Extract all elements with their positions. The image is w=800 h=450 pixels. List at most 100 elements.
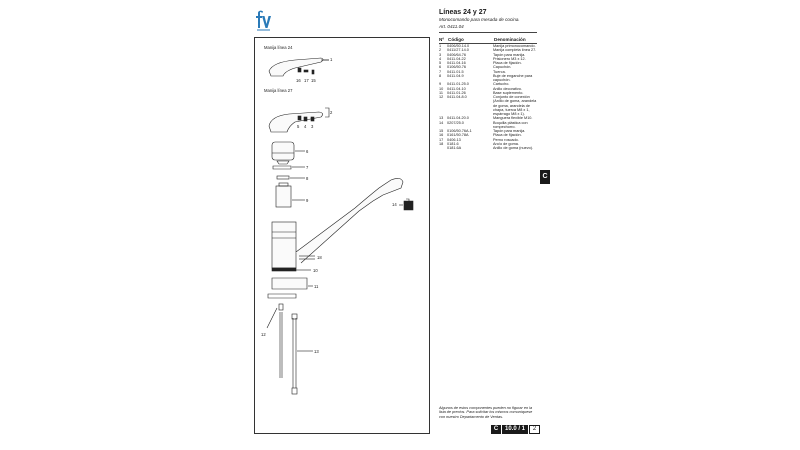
faucet-diagram: 1 16 17 15 2 5 4 3 6 7 8 9 14 18 10 11 1… xyxy=(261,57,414,395)
label-9: 9 xyxy=(306,198,309,203)
footnote: Algunos de estos componentes pueden no f… xyxy=(439,406,533,419)
part-number: 17 xyxy=(439,137,444,142)
part-denomination: rompechorro. xyxy=(493,124,516,129)
part-denomination: Placa de fijación. xyxy=(493,61,522,65)
part-number: 10 xyxy=(439,86,444,91)
part-denomination: Capuchón. xyxy=(493,65,512,70)
label-13: 13 xyxy=(314,349,319,354)
caption-line-24: Manija línea 24 xyxy=(264,45,293,50)
label-6: 6 xyxy=(306,149,309,154)
part-code: 0406.13 xyxy=(447,137,461,142)
part-code: 0411.04.20.0 xyxy=(447,116,469,121)
part-code: 0411.01.5 xyxy=(447,69,464,74)
label-11: 11 xyxy=(314,284,319,289)
part-denomination: Prisionero M3 x 12. xyxy=(493,56,526,61)
part-denomination: Boquilla plástica con xyxy=(493,120,528,125)
part-denomination: Manija primonocomando. xyxy=(493,44,536,48)
divider xyxy=(439,43,537,44)
part-number: 1 xyxy=(439,44,442,48)
page-section: C xyxy=(491,425,501,434)
label-3: 3 xyxy=(311,124,314,129)
table-row: rompechorro. xyxy=(439,125,539,129)
part-number: 16 xyxy=(439,133,444,138)
part-number: 5 xyxy=(439,61,442,65)
label-18: 18 xyxy=(317,255,322,260)
table-row: capuchón. xyxy=(439,78,539,82)
divider xyxy=(439,32,537,33)
col-header-den: Denominación xyxy=(494,37,526,42)
part-number: 9 xyxy=(439,82,442,87)
table-row: 9 0411.01.25.0 Cartucho. xyxy=(439,82,539,86)
part-code: 0106/50.76A.1 xyxy=(447,129,472,133)
part-number: 18 xyxy=(439,141,444,146)
part-denomination: capuchón. xyxy=(493,78,511,82)
section-tab: C xyxy=(540,170,550,184)
caption-line-27: Manija línea 27 xyxy=(264,88,293,93)
table-row: 3 0406/64.76 Tapón para manija. xyxy=(439,53,539,57)
label-10: 10 xyxy=(313,268,318,273)
label-1: 1 xyxy=(330,57,333,62)
table-row: chapa, tuerca M8 x 1, xyxy=(439,108,539,112)
part-denomination: Tapón para manija. xyxy=(493,52,526,57)
page-title: Líneas 24 y 27 xyxy=(439,9,487,16)
article-number: Art. 0411.04 xyxy=(439,24,464,29)
part-denomination: Manija completa línea 27. xyxy=(493,48,537,53)
part-denomination: Anillo de goma (nuevo). xyxy=(493,146,534,150)
part-number: 3 xyxy=(439,52,442,57)
col-header-no: Nº xyxy=(439,37,444,42)
page-identifier: C 10.0 / 1 2 xyxy=(491,425,540,434)
label-12: 12 xyxy=(261,332,266,337)
part-denomination: (Anillo de goma, arandela xyxy=(493,99,537,104)
label-2: 2 xyxy=(330,110,333,115)
part-number: 6 xyxy=(439,65,442,70)
fv-logo xyxy=(254,10,272,32)
part-number xyxy=(439,146,447,150)
part-denomination: chapa, tuerca M8 x 1, xyxy=(493,107,530,112)
part-number: 8 xyxy=(439,73,442,78)
table-row: de goma, arandela de xyxy=(439,104,539,108)
label-4: 4 xyxy=(304,124,307,129)
part-denomination: Cartucho. xyxy=(493,82,510,87)
part-denomination: Base suplemento. xyxy=(493,90,524,95)
part-number: 4 xyxy=(439,56,442,61)
col-header-code: Código xyxy=(448,37,464,42)
part-number: 15 xyxy=(439,129,444,133)
part-denomination: Perno roscado. xyxy=(493,137,519,142)
part-denomination: Anillo decorativo. xyxy=(493,86,522,91)
label-17: 17 xyxy=(304,78,309,83)
part-denomination: espárrago M8 x 1). xyxy=(493,112,525,116)
part-code: 0207/25.0 xyxy=(447,120,464,125)
part-code: 0411/27.14.0 xyxy=(447,48,469,53)
table-row: (Anillo de goma, arandela xyxy=(439,99,539,103)
label-14: 14 xyxy=(392,202,397,207)
exploded-drawing: Manija línea 24 Manija línea 27 xyxy=(254,37,430,434)
part-code: 0411.01.25.0 xyxy=(447,82,469,87)
part-code: 0411.04.22 xyxy=(447,56,466,61)
page-number: 10.0 / 1 xyxy=(502,425,528,434)
part-number: 12 xyxy=(439,95,444,99)
label-7: 7 xyxy=(306,165,309,170)
part-code: 0411.01.26 xyxy=(447,90,466,95)
table-row: 4 0411.04.22 Prisionero M3 x 12. xyxy=(439,57,539,61)
part-denomination: Aro/o de goma. xyxy=(493,141,519,146)
label-5: 5 xyxy=(297,124,300,129)
part-code: 0411.04.10 xyxy=(447,86,466,91)
part-denomination: Tapón para manija. xyxy=(493,129,526,133)
part-code: 0406/64.76 xyxy=(447,52,467,57)
part-code: 0411.04.9 xyxy=(447,73,464,78)
part-denomination: Tuerca. xyxy=(493,69,506,74)
part-code: 0411.04.8.0 xyxy=(447,95,467,99)
part-denomination: Conjunto de conexión xyxy=(493,95,530,99)
